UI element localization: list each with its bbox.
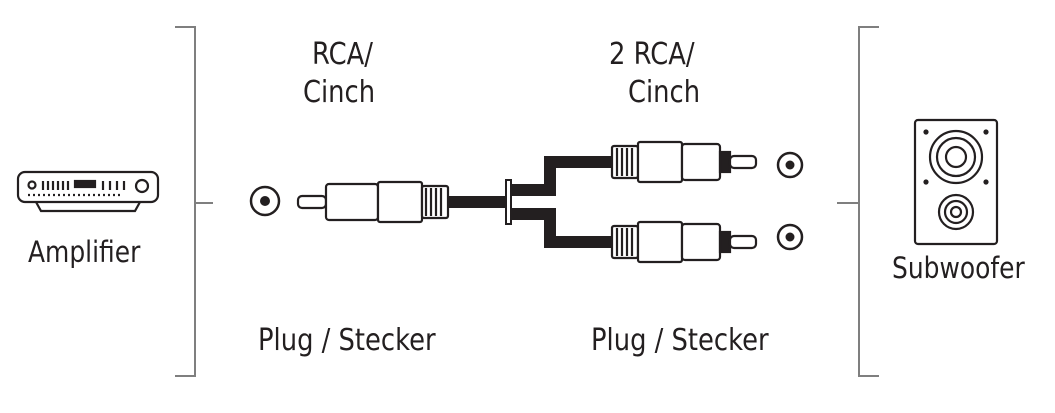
right-connector-title-line2: Cinch	[628, 75, 701, 110]
left-plug-label: Plug / Stecker	[258, 323, 436, 358]
left-connector-title-line1: RCA/	[312, 37, 374, 72]
rca-plug-icon	[610, 220, 758, 264]
right-bracket	[837, 26, 879, 377]
subwoofer-label: Subwoofer	[892, 251, 1025, 285]
rca-socket-icon	[776, 151, 804, 179]
rca-plug-icon	[610, 140, 758, 184]
y-cable-icon	[448, 156, 612, 248]
right-plug-label: Plug / Stecker	[591, 323, 769, 358]
rca-socket-icon	[249, 185, 281, 217]
subwoofer-icon	[913, 118, 999, 246]
amplifier-icon	[16, 170, 160, 213]
rca-plug-icon	[296, 180, 450, 224]
amplifier-label: Amplifier	[28, 235, 141, 269]
left-bracket	[175, 26, 213, 377]
rca-socket-icon	[776, 223, 804, 251]
left-connector-title-line2: Cinch	[303, 75, 376, 110]
right-connector-title-line1: 2 RCA/	[609, 37, 695, 72]
